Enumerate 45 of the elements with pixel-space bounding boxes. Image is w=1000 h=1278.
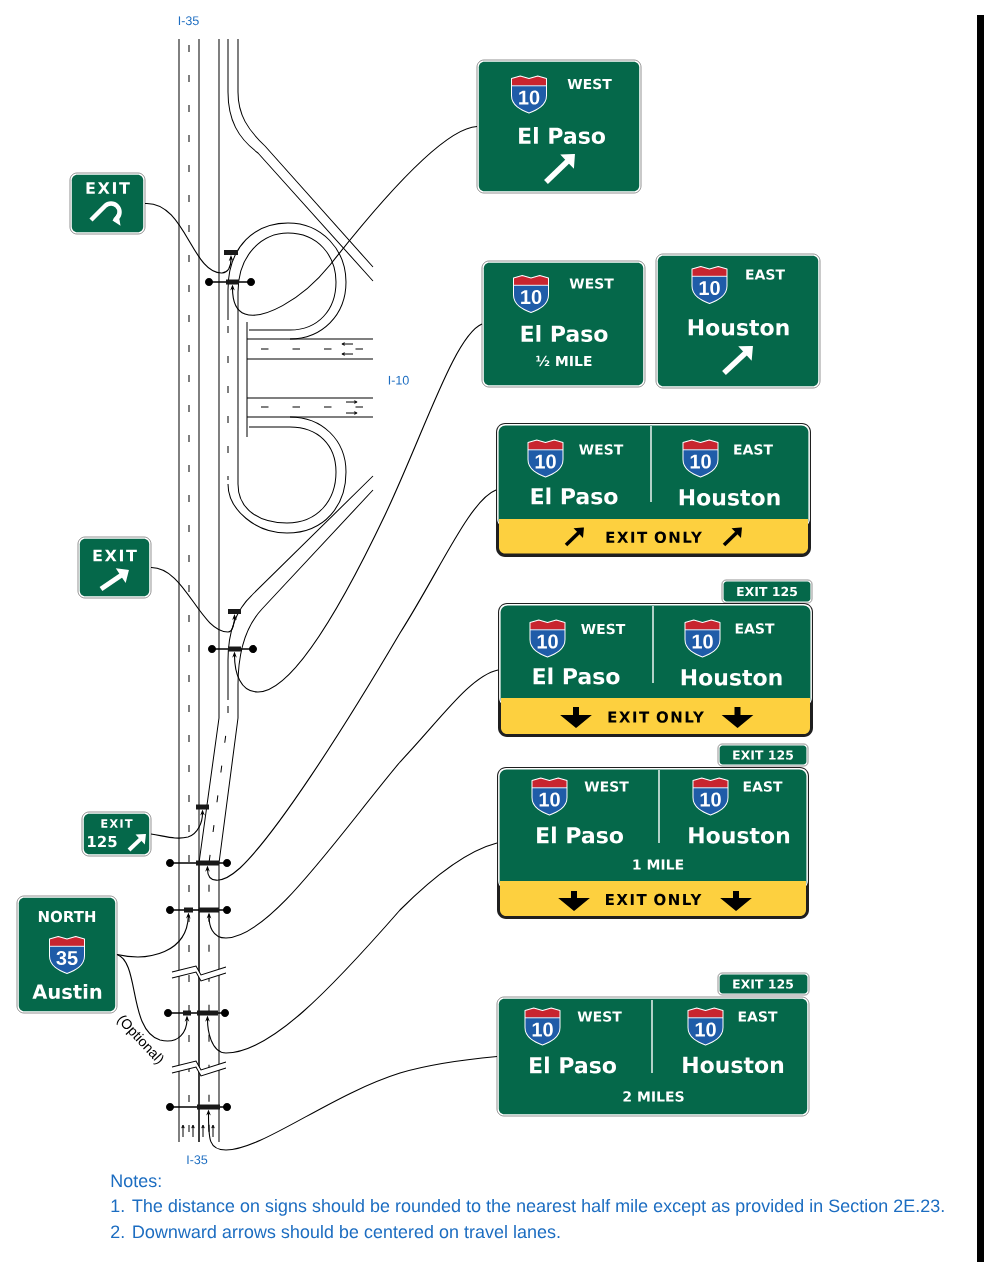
exit-number-plaque: EXIT 125	[717, 743, 809, 767]
exit-only-panel: EXIT ONLY	[499, 519, 808, 554]
exit-only-panel: EXIT ONLY	[501, 698, 810, 734]
interstate-shield: 35	[49, 936, 85, 974]
interstate-shield: 10	[511, 75, 547, 114]
interstate-shield: 10	[524, 1007, 561, 1046]
interstate-shield: 10	[513, 275, 549, 313]
road-label: I-10	[388, 375, 409, 385]
leader-line	[206, 1055, 498, 1151]
interstate-shield: 10	[531, 777, 568, 816]
interstate-shield: 10	[529, 619, 566, 658]
sign-bar	[228, 646, 241, 652]
road-label: I-35	[178, 16, 199, 26]
note-text: 1. The distance on signs should be rounded to the nearest half mile except as provided in Section 2E.23.	[111, 1198, 944, 1216]
interstate-shield: 10	[687, 1007, 724, 1046]
leader-line	[230, 125, 478, 316]
sign-bar	[196, 804, 209, 810]
leader-line	[232, 323, 483, 693]
exit-number-plaque: EXIT 125	[721, 579, 813, 604]
note-text: 2. Downward arrows should be centered on travel lanes.	[111, 1224, 560, 1239]
sign-bar	[197, 1104, 220, 1110]
leader-line	[205, 489, 497, 881]
sign-bar	[224, 250, 238, 255]
sign-bar	[197, 1010, 218, 1016]
road-label: I-35	[187, 1155, 208, 1165]
sign-bar	[184, 907, 193, 913]
exit-number-plaque: EXIT 125	[717, 972, 810, 996]
interstate-shield: 10	[682, 439, 719, 478]
interstate-shield: 10	[691, 266, 728, 304]
exit-sign: EXIT	[77, 536, 152, 599]
exit-only-panel: EXIT ONLY	[500, 881, 806, 916]
sign-bar	[183, 1010, 191, 1016]
sign-bar	[226, 279, 239, 285]
exit-sign: EXIT	[69, 172, 146, 235]
sign-bar	[196, 860, 219, 866]
interstate-shield: 10	[684, 619, 721, 658]
leader-line	[205, 842, 498, 1054]
sign-bar	[228, 609, 241, 614]
interstate-shield: 10	[692, 777, 729, 816]
exit-sign: EXIT 125	[81, 811, 152, 857]
sign-bar	[199, 907, 219, 913]
interstate-shield: 10	[527, 439, 564, 478]
leader-line	[206, 669, 499, 939]
notes-heading: Notes:	[111, 1174, 161, 1188]
leader-line	[150, 566, 237, 633]
